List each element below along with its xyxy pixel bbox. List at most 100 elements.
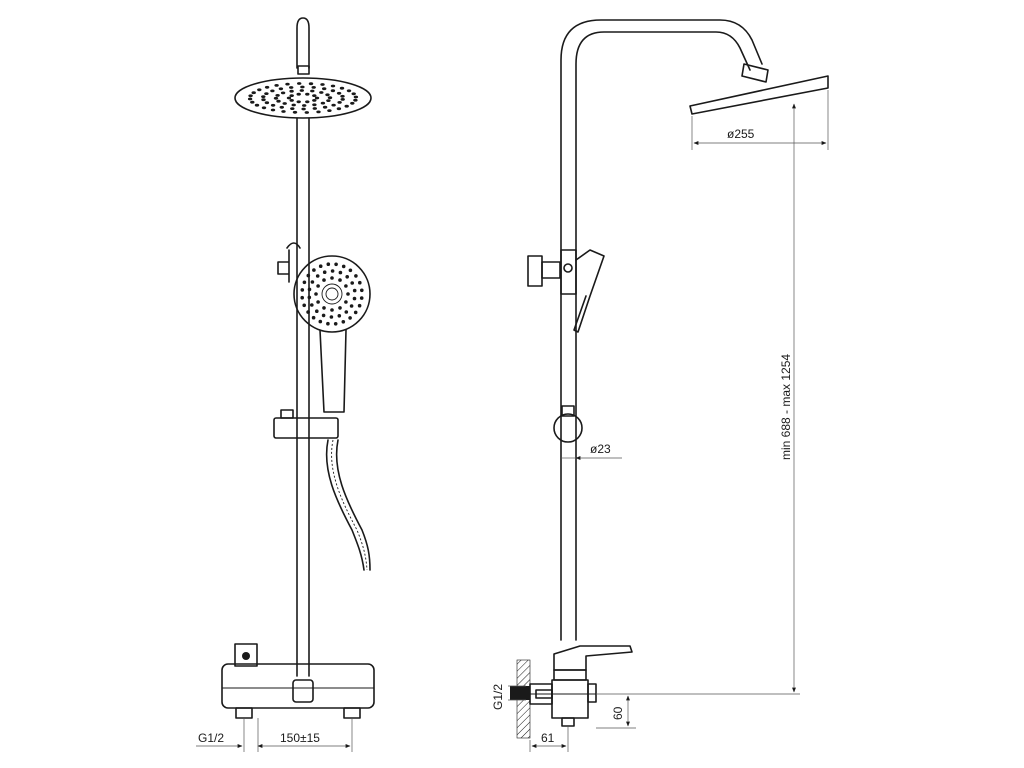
nozzle-dot [278, 87, 284, 91]
nozzle-dot [297, 82, 302, 85]
nozzle-dot [330, 84, 336, 88]
hand-nozzle-dot [358, 280, 362, 285]
nozzle-dot [279, 105, 284, 109]
nozzle-dot [289, 99, 294, 102]
front-top-pipe [296, 17, 310, 69]
nozzle-dot [301, 107, 306, 111]
nozzle-dot [312, 99, 317, 102]
nozzle-dot [247, 97, 253, 101]
side-dimensions [508, 90, 829, 752]
nozzle-dot [289, 86, 294, 89]
nozzle-dot [327, 96, 333, 100]
nozzle-dot [305, 92, 310, 96]
nozzle-dot [312, 94, 317, 97]
nozzle-dot [351, 92, 356, 96]
hand-nozzle-dot [312, 268, 316, 272]
hand-nozzle-dot [316, 284, 320, 288]
hand-nozzle-dot [345, 275, 350, 279]
hand-nozzle-dot [310, 303, 314, 307]
nozzle-dot [274, 84, 279, 87]
nozzle-dot [316, 110, 321, 114]
nozzle-dot [325, 93, 330, 97]
nozzle-dot [251, 91, 256, 95]
nozzle-dot [282, 102, 287, 105]
hand-nozzle-dot [350, 281, 355, 285]
nozzle-dot [340, 94, 345, 98]
nozzle-dot [308, 82, 314, 86]
hand-nozzle-dot [329, 315, 334, 319]
nozzle-dot [264, 85, 270, 89]
nozzle-dot [312, 107, 317, 110]
front-holder-block [277, 242, 301, 283]
hand-nozzle-dot [315, 309, 319, 314]
label-centre-distance: 150±15 [280, 731, 320, 745]
hand-nozzle-dot [306, 310, 310, 314]
hand-nozzle-dot [348, 316, 352, 320]
nozzle-dot [248, 94, 253, 98]
hand-nozzle-dot [359, 296, 364, 300]
hand-nozzle-dot [322, 306, 326, 310]
rain-shower-head-front [234, 77, 372, 119]
nozzle-dot [261, 98, 266, 102]
nozzle-dot [320, 101, 326, 105]
hand-nozzle-dot [315, 274, 320, 278]
hand-nozzle-dot [353, 310, 358, 315]
nozzle-dot [291, 103, 296, 107]
shower-hose-front [325, 439, 371, 571]
hand-nozzle-dot [310, 280, 315, 284]
label-thread-front: G1/2 [198, 731, 224, 745]
label-height-range: min 688 - max 1254 [779, 354, 793, 460]
hand-nozzle-dot [349, 304, 354, 308]
hand-nozzle-dot [306, 273, 311, 278]
nozzle-dot [304, 111, 309, 114]
front-head-nut [297, 65, 310, 75]
hand-nozzle-dot [341, 264, 346, 269]
nozzle-dot [276, 99, 281, 103]
nozzle-dot [322, 105, 328, 109]
nozzle-dot [285, 82, 290, 86]
hand-nozzle-dot [322, 278, 326, 282]
nozzle-dot [340, 98, 345, 101]
hand-nozzle-dot [341, 320, 346, 324]
hand-nozzle-dot [352, 288, 357, 293]
nozzle-dot [336, 91, 342, 95]
nozzle-dot [311, 86, 316, 89]
nozzle-dot [336, 107, 342, 111]
hand-nozzle-dot [307, 287, 312, 292]
nozzle-dot [314, 96, 320, 100]
side-head-connector [741, 63, 769, 83]
wall-inlet [510, 686, 530, 700]
hand-nozzle-dot [307, 295, 312, 300]
hand-nozzle-dot [334, 262, 338, 267]
hand-nozzle-dot [326, 262, 331, 267]
nozzle-dot [254, 103, 260, 107]
nozzle-dot [275, 94, 280, 97]
hand-nozzle-dot [344, 300, 348, 304]
nozzle-dot [289, 94, 294, 97]
nozzle-dot [305, 100, 310, 104]
nozzle-dot [296, 92, 301, 96]
nozzle-dot [320, 83, 325, 86]
label-outlet-height: 60 [611, 706, 625, 720]
nozzle-dot [290, 107, 295, 110]
nozzle-dot [353, 98, 358, 102]
hand-nozzle-dot [338, 270, 343, 275]
hand-nozzle-dot [318, 319, 323, 324]
front-view [196, 17, 375, 752]
hand-nozzle-dot [326, 321, 330, 326]
side-gooseneck-arm [560, 19, 763, 641]
hand-nozzle-dot [311, 315, 316, 320]
nozzle-dot [331, 103, 336, 107]
mixer-body-side [520, 645, 633, 727]
nozzle-dot [286, 96, 292, 100]
hand-nozzle-dot [318, 264, 323, 269]
nozzle-dot [322, 87, 327, 91]
hand-nozzle-dot [322, 270, 327, 275]
hand-nozzle-dot [316, 300, 320, 304]
rain-shower-head-side [689, 75, 829, 115]
nozzle-dot [346, 89, 352, 93]
hand-nozzle-dot [330, 276, 334, 280]
nozzle-dot [261, 95, 266, 98]
hand-nozzle-dot [346, 292, 350, 296]
